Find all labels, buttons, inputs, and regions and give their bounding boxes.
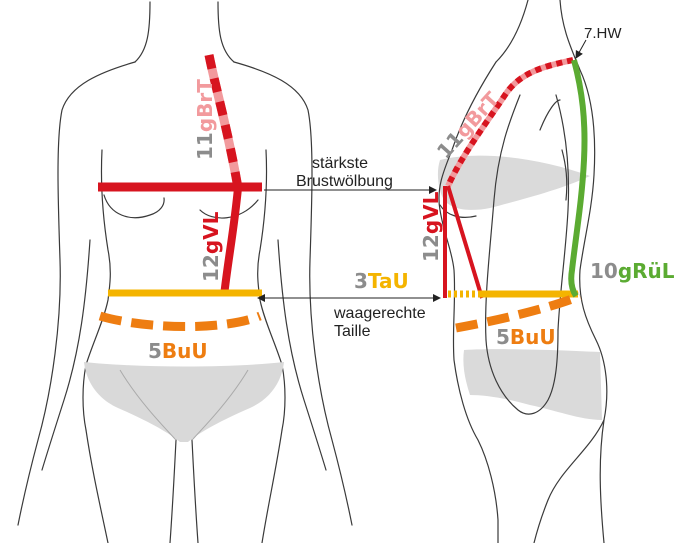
side-tau-code: TaU bbox=[368, 269, 409, 293]
front-vl-label: 12gVL bbox=[199, 211, 223, 282]
front-vl-line bbox=[224, 188, 238, 296]
side-buu-num: 5 bbox=[496, 325, 510, 349]
side-vl-code: gVL bbox=[419, 191, 443, 234]
waist-annotation-line1: waagerechte bbox=[333, 305, 426, 322]
side-vl-label: 12gVL bbox=[419, 191, 443, 262]
side-tau-label: 3TaU bbox=[354, 269, 409, 293]
front-leg-left bbox=[86, 430, 108, 543]
bust-annotation-line2: Brustwölbung bbox=[296, 173, 393, 190]
bust-annotation-line1: stärkste bbox=[312, 155, 368, 172]
front-brt-num: 11 bbox=[193, 132, 217, 160]
side-neck-front bbox=[496, 0, 528, 62]
side-rul-num: 10 bbox=[590, 259, 618, 283]
front-brt-label: 11gBrT bbox=[193, 79, 217, 160]
front-brt-code: gBrT bbox=[193, 79, 217, 132]
front-vl-num: 12 bbox=[199, 254, 223, 282]
front-briefs-shade bbox=[84, 362, 284, 442]
side-vl-num: 12 bbox=[419, 234, 443, 262]
side-rul-label: 10gRüL bbox=[590, 259, 675, 283]
hw-pointer-arrow bbox=[576, 40, 586, 58]
side-shoulder-blade bbox=[540, 100, 560, 130]
side-briefs-shade bbox=[463, 349, 602, 420]
front-figure bbox=[18, 2, 352, 543]
side-buu-code: BuU bbox=[510, 325, 556, 349]
front-leg-inner-left bbox=[170, 440, 176, 543]
side-buu-line bbox=[456, 296, 580, 328]
side-thigh-back bbox=[534, 420, 604, 543]
side-hw-label: 7.HW bbox=[584, 25, 622, 42]
front-buu-line bbox=[100, 316, 260, 327]
front-leg-inner-right bbox=[192, 440, 198, 543]
front-buu-label: 5BuU bbox=[148, 339, 208, 363]
front-neck-left bbox=[135, 2, 150, 62]
front-buu-num: 5 bbox=[148, 339, 162, 363]
front-left-arm-inner bbox=[42, 240, 90, 470]
front-right-arm-inner bbox=[278, 240, 326, 470]
side-tau-num: 3 bbox=[354, 269, 368, 293]
side-arm-front bbox=[486, 95, 520, 340]
front-leg-right bbox=[262, 430, 282, 543]
front-buu-code: BuU bbox=[162, 339, 208, 363]
side-rul-code: gRüL bbox=[618, 259, 675, 283]
waist-annotation-line2: Taille bbox=[334, 323, 371, 340]
front-neck-right bbox=[218, 2, 234, 62]
side-buu-label: 5BuU bbox=[496, 325, 556, 349]
front-bust-left bbox=[104, 195, 164, 218]
front-vl-code: gVL bbox=[199, 211, 223, 254]
